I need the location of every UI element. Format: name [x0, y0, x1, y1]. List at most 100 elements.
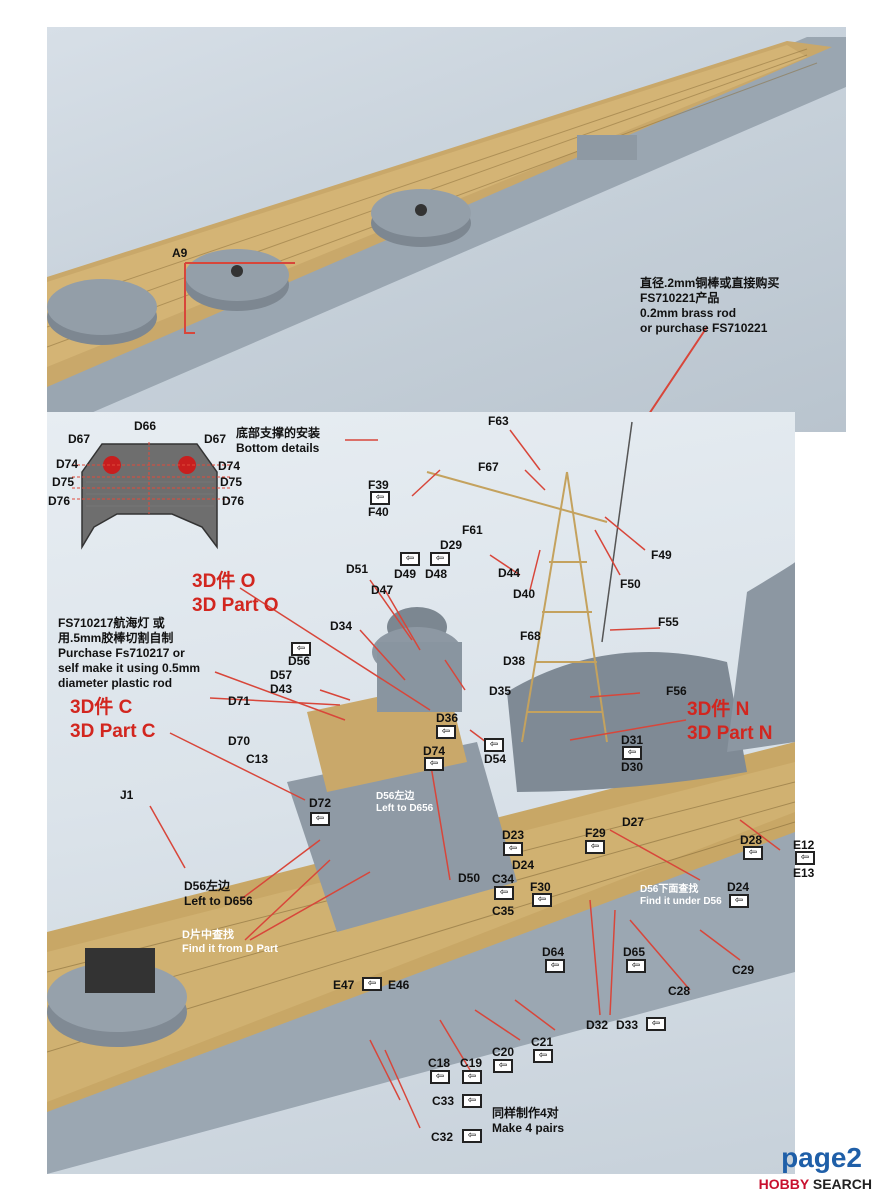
label-d24-a: D24 [512, 858, 535, 872]
label-c29: C29 [732, 963, 755, 977]
label-d74-main: D74 [423, 744, 446, 758]
label-d67-right: D67 [204, 432, 227, 446]
note-make-4-cn: 同样制作4对 [492, 1106, 559, 1120]
bottom-support-drawing [72, 442, 232, 550]
label-f63: F63 [488, 414, 509, 428]
label-f39: F39 [368, 478, 389, 492]
bottom-details-en: Bottom details [236, 441, 320, 455]
note-under-d56-cn: D56下面查找 [640, 884, 699, 895]
label-d75-left: D75 [52, 475, 75, 489]
label-d48: D48 [425, 567, 448, 581]
label-d35: D35 [489, 684, 512, 698]
arrow-box-d74: ⇦ [424, 757, 444, 771]
label-d23: D23 [502, 828, 525, 842]
part-c-cn: 3D件 C [70, 697, 133, 718]
label-d33: D33 [616, 1018, 639, 1032]
label-d43: D43 [270, 682, 293, 696]
part-o-en: 3D Part O [192, 595, 279, 616]
label-f29: F29 [585, 826, 606, 840]
label-e47: E47 [333, 978, 355, 992]
arrow-box-f30: ⇦ [532, 893, 552, 907]
arrow-box-d54: ⇦ [484, 738, 504, 752]
label-c13: C13 [246, 752, 269, 766]
brass-rod-cn2: FS710221产品 [640, 291, 720, 305]
arrow-box-e47: ⇦ [362, 977, 382, 991]
label-f30: F30 [530, 880, 551, 894]
label-f67: F67 [478, 460, 499, 474]
label-d49: D49 [394, 567, 417, 581]
label-d72: D72 [309, 796, 332, 810]
arrow-box-c32: ⇦ [462, 1129, 482, 1143]
arrow-box-c33: ⇦ [462, 1094, 482, 1108]
arrow-box-d72: ⇦ [310, 812, 330, 826]
brass-rod-note: 直径.2mm铜棒或直接购买 FS710221产品 0.2mm brass rod… [640, 276, 779, 336]
arrow-box-d24: ⇦ [729, 894, 749, 908]
part-o-heading: 3D件 O 3D Part O [192, 570, 279, 618]
arrow-box-c18: ⇦ [430, 1070, 450, 1084]
brass-rod-en1: 0.2mm brass rod [640, 306, 737, 320]
label-d34: D34 [330, 619, 353, 633]
nav-light-l1: FS710217航海灯 或 [58, 616, 165, 630]
nav-light-l5: diameter plastic rod [58, 676, 173, 690]
label-a9: A9 [172, 246, 188, 260]
label-d57: D57 [270, 668, 293, 682]
label-d28: D28 [740, 833, 763, 847]
label-f55: F55 [658, 615, 679, 629]
note-make-4-pairs: 同样制作4对 Make 4 pairs [492, 1106, 564, 1136]
label-c18: C18 [428, 1056, 451, 1070]
note-find-d-en: Find it from D Part [182, 943, 278, 955]
bottom-details-note: 底部支撑的安装 Bottom details [236, 426, 320, 456]
watermark-brand: HOBBY [758, 1176, 809, 1192]
label-d36: D36 [436, 711, 459, 725]
arrow-box-f39: ⇦ [370, 491, 390, 505]
label-d54: D54 [484, 752, 507, 766]
label-e12: E12 [793, 838, 815, 852]
label-d51: D51 [346, 562, 369, 576]
watermark: HOBBY SEARCH [759, 1176, 872, 1192]
part-c-heading: 3D件 C 3D Part C [70, 696, 156, 744]
label-c20: C20 [492, 1045, 515, 1059]
label-d66: D66 [134, 419, 157, 433]
arrow-box-d28: ⇦ [743, 846, 763, 860]
ship-bow-illustration [47, 37, 846, 432]
label-d75-right: D75 [220, 475, 243, 489]
label-f50: F50 [620, 577, 641, 591]
label-d64: D64 [542, 945, 565, 959]
part-c-en: 3D Part C [70, 721, 156, 742]
note-d56-left-cn: D56左边 [184, 879, 231, 893]
label-d70: D70 [228, 734, 251, 748]
note-under-d56-en: Find it under D56 [640, 896, 722, 907]
label-d32: D32 [586, 1018, 609, 1032]
part-n-cn: 3D件 N [687, 699, 750, 720]
label-c28: C28 [668, 984, 691, 998]
brass-rod-cn: 直径.2mm铜棒或直接购买 [640, 276, 780, 290]
ship-bow-photo [47, 27, 846, 432]
label-c33: C33 [432, 1094, 455, 1108]
label-c19: C19 [460, 1056, 483, 1070]
label-d30: D30 [621, 760, 644, 774]
label-d76-right: D76 [222, 494, 245, 508]
label-d24-b: D24 [727, 880, 750, 894]
arrow-box-c21: ⇦ [533, 1049, 553, 1063]
label-d67-left: D67 [68, 432, 91, 446]
arrow-box-d48: ⇦ [430, 552, 450, 566]
label-d74-left: D74 [56, 457, 79, 471]
nav-light-l2: 用.5mm胶棒切割自制 [58, 631, 174, 645]
arrow-box-d64: ⇦ [545, 959, 565, 973]
nav-light-note: FS710217航海灯 或 用.5mm胶棒切割自制 Purchase Fs710… [58, 616, 200, 691]
arrow-box-c19: ⇦ [462, 1070, 482, 1084]
watermark-rest: SEARCH [808, 1176, 872, 1192]
label-f68: F68 [520, 629, 541, 643]
label-d31: D31 [621, 733, 644, 747]
label-d27: D27 [622, 815, 645, 829]
bottom-details-cn: 底部支撑的安装 [236, 426, 321, 440]
label-d40: D40 [513, 587, 536, 601]
part-o-cn: 3D件 O [192, 571, 256, 592]
label-d47: D47 [371, 583, 394, 597]
label-f40: F40 [368, 505, 389, 519]
label-j1: J1 [120, 788, 134, 802]
